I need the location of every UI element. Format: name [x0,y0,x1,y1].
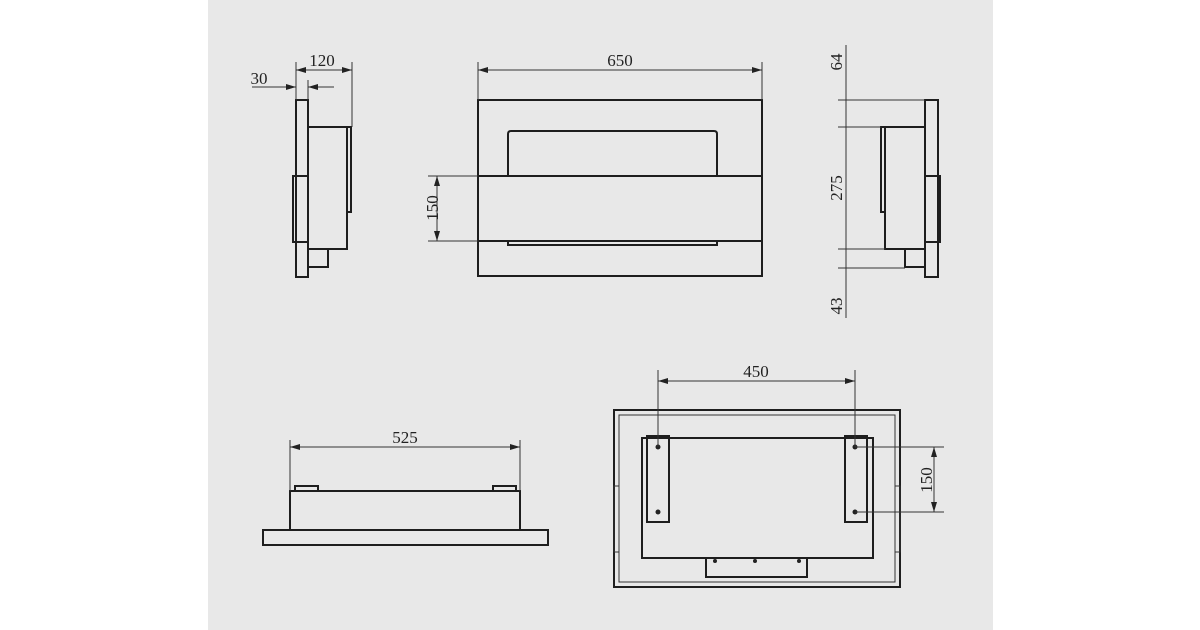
dimension-120: 120 [309,51,335,70]
front-view: 650 150 [423,51,763,277]
dimension-150-front: 150 [423,195,442,221]
dimension-650: 650 [607,51,633,70]
drawing-panel [208,0,993,630]
dimension-525: 525 [392,428,418,447]
dimension-30: 30 [251,69,268,88]
top-view: 525 [262,428,549,546]
dimension-150-back: 150 [917,467,936,493]
dimension-43: 43 [827,298,846,315]
right-side-view: 64 275 43 [827,45,941,318]
dimension-64: 64 [827,53,846,71]
left-side-view: 120 30 [251,51,353,278]
dimension-275: 275 [827,175,846,201]
dimension-450: 450 [743,362,769,381]
back-view: 450 150 [613,362,944,588]
